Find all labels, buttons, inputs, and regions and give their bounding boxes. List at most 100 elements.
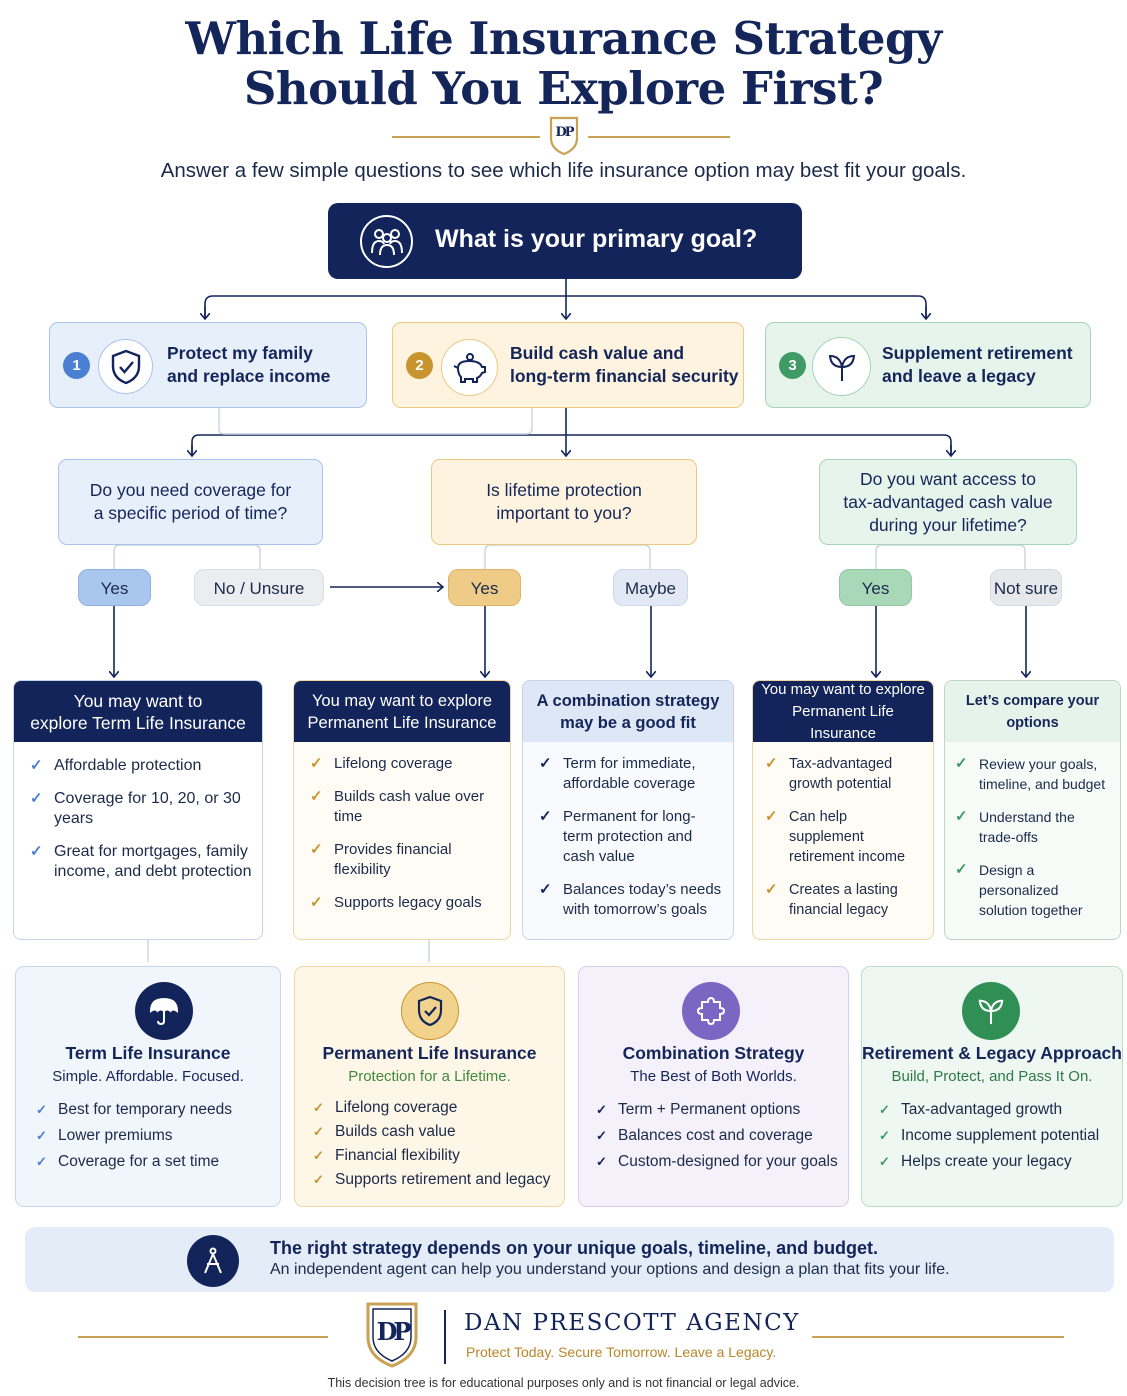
check-icon: ✓ — [955, 808, 968, 825]
card-permanent-subtitle: Protection for a Lifetime. — [348, 1068, 511, 1085]
question-1-line1: Do you need coverage for — [89, 480, 292, 500]
page-title: Which Life Insurance Strategy Should You… — [0, 14, 1127, 114]
puzzle-icon — [682, 982, 740, 1040]
answer-yes-retirement[interactable]: Yes — [839, 569, 912, 606]
list-item: ✓Custom-designed for your goals — [596, 1152, 842, 1172]
goal-2-line1: Build cash value and — [510, 343, 685, 363]
card-permanent-life: Permanent Life Insurance Protection for … — [294, 966, 565, 1207]
result-compare-header: Let’s compare your options — [945, 681, 1120, 742]
list-item: ✓Provides financial flexibility — [310, 840, 500, 880]
primary-goal-label: What is your primary goal? — [435, 225, 758, 253]
result-4-item-3: Creates a lasting financial legacy — [789, 882, 898, 918]
result-5-item-3: Design a personalized solution together — [979, 862, 1083, 918]
card-term-item-3: Coverage for a set time — [58, 1153, 220, 1170]
list-item: ✓ Permanent for long-term protection and … — [539, 807, 723, 867]
check-icon: ✓ — [955, 755, 968, 772]
answer-maybe[interactable]: Maybe — [613, 569, 688, 606]
result-3-item-2: Permanent for long-term protection and c… — [563, 808, 696, 865]
answer-no-unsure[interactable]: No / Unsure — [194, 569, 324, 606]
goal-3-line1: Supplement retirement — [882, 343, 1073, 363]
check-icon: ✓ — [596, 1102, 607, 1117]
card-combination-title: Combination Strategy — [622, 1043, 805, 1063]
check-icon: ✓ — [765, 881, 778, 898]
footer-divider-right — [812, 1336, 1064, 1338]
sprout-icon — [962, 982, 1020, 1040]
result-5-item-2: Understand the trade-offs — [979, 809, 1075, 845]
list-item: ✓Tax-advantaged growth — [879, 1100, 1116, 1120]
result-1-item-2: Coverage for 10, 20, or 30 years — [54, 790, 241, 827]
card-term-subtitle: Simple. Affordable. Focused. — [52, 1068, 244, 1085]
check-icon: ✓ — [310, 755, 323, 772]
card-combination-item-3: Custom-designed for your goals — [618, 1153, 838, 1170]
page-subtitle: Answer a few simple questions to see whi… — [160, 159, 967, 182]
card-retirement-legacy: Retirement & Legacy Approach Build, Prot… — [861, 966, 1123, 1207]
header-logo-icon: DP — [548, 116, 580, 156]
footer-logo-icon: DP — [364, 1301, 420, 1369]
check-icon: ✓ — [310, 894, 323, 911]
list-item: ✓Affordable protection — [30, 756, 252, 776]
check-icon: ✓ — [879, 1154, 890, 1169]
list-item: ✓Supports retirement and legacy — [313, 1170, 558, 1190]
title-line-1: Which Life Insurance Strategy — [185, 12, 942, 65]
card-combination-item-2: Balances cost and coverage — [618, 1127, 813, 1144]
question-lifetime-protection: Is lifetime protection important to you? — [431, 459, 697, 545]
card-retirement-item-2: Income supplement potential — [901, 1127, 1100, 1144]
disclaimer: This decision tree is for educational pu… — [327, 1376, 800, 1390]
result-4-line2: Permanent Life Insurance — [792, 702, 894, 742]
check-icon: ✓ — [955, 861, 968, 878]
list-item: ✓Term for immediate, affordable coverage — [539, 754, 723, 794]
answer-yes-term[interactable]: Yes — [78, 569, 151, 606]
answer-yes-permanent[interactable]: Yes — [448, 569, 521, 606]
result-2-item-1: Lifelong coverage — [334, 755, 453, 772]
check-icon: ✓ — [36, 1102, 47, 1117]
primary-goal-question: What is your primary goal? — [328, 203, 802, 279]
card-term-item-2: Lower premiums — [58, 1127, 173, 1144]
result-2-item-2: Builds cash value over time — [334, 788, 485, 825]
card-term-title: Term Life Insurance — [65, 1043, 231, 1063]
check-icon: ✓ — [879, 1102, 890, 1117]
shield-check-icon — [401, 982, 459, 1040]
question-1-line2: a specific period of time? — [93, 503, 288, 523]
check-icon: ✓ — [596, 1128, 607, 1143]
answer-not-sure[interactable]: Not sure — [990, 569, 1062, 606]
list-item: ✓ Lower premiums — [36, 1126, 274, 1146]
card-combination-item-1: Term + Permanent options — [618, 1101, 801, 1118]
check-icon: ✓ — [30, 757, 43, 774]
list-item: ✓ Design a personalized solution together — [955, 860, 1110, 920]
list-item: ✓Best for temporary needs — [36, 1100, 274, 1120]
agency-tagline: Protect Today. Secure Tomorrow. Leave a … — [466, 1344, 777, 1360]
banner-body: An independent agent can help you unders… — [270, 1261, 950, 1278]
list-item: ✓Helps create your legacy — [879, 1152, 1116, 1172]
list-item: ✓Tax-advantaged growth potential — [765, 754, 923, 794]
list-item: ✓Builds cash value — [313, 1122, 558, 1142]
check-icon: ✓ — [539, 808, 552, 825]
check-icon: ✓ — [310, 788, 323, 805]
result-3-line1: A combination strategy — [536, 691, 720, 710]
result-2-line1: You may want to explore — [311, 691, 493, 710]
check-icon: ✓ — [36, 1128, 47, 1143]
question-2-line2: important to you? — [496, 503, 632, 523]
check-icon: ✓ — [313, 1148, 324, 1163]
agency-name: DAN PRESCOTT AGENCY — [464, 1310, 800, 1336]
card-term-life: Term Life Insurance Simple. Affordable. … — [15, 966, 281, 1207]
piggy-bank-icon — [441, 339, 498, 396]
list-item: ✓ Creates a lasting financial legacy — [765, 880, 923, 920]
card-retirement-subtitle: Build, Protect, and Pass It On. — [891, 1068, 1093, 1085]
goal-number-3: 3 — [779, 352, 806, 379]
question-specific-period: Do you need coverage for a specific perio… — [58, 459, 323, 545]
question-2-line1: Is lifetime protection — [486, 480, 642, 500]
title-divider-left — [392, 136, 540, 138]
list-item: ✓Can help supplement retirement income — [765, 807, 923, 867]
